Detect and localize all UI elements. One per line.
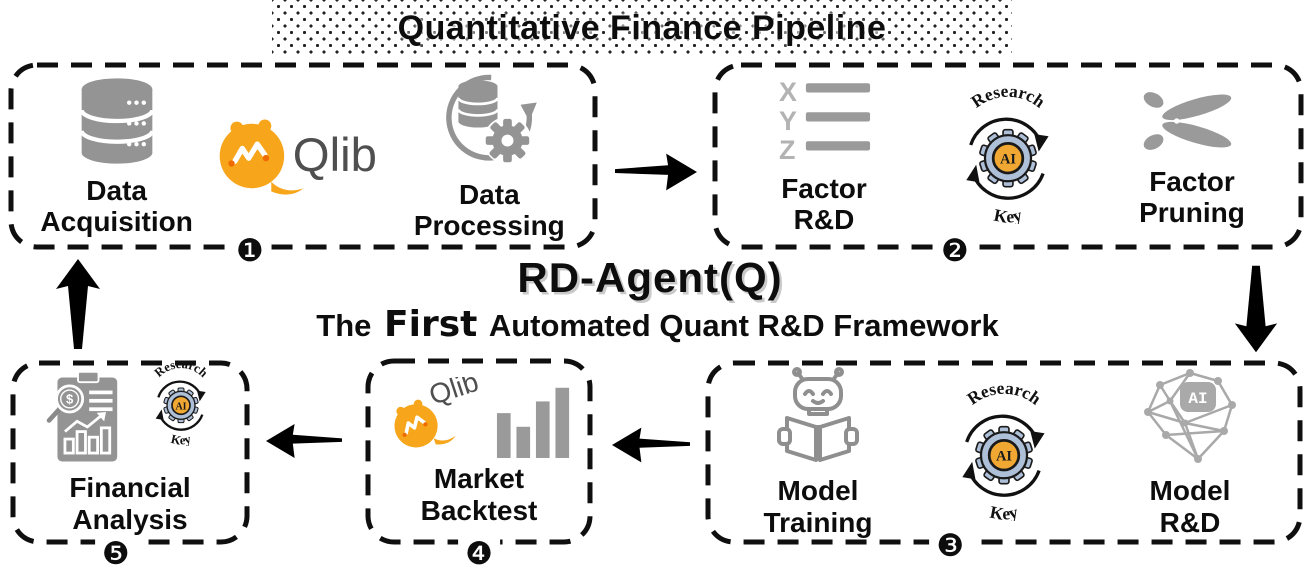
- ai-gear: AI: [163, 387, 199, 424]
- step-number-1: ❶: [228, 236, 271, 267]
- factor-x-label: X: [779, 77, 797, 107]
- qlib-wordmark: Qlib: [293, 129, 377, 182]
- qlib-wordmark: Qlib: [425, 377, 482, 411]
- analysis-icons: $: [39, 362, 221, 468]
- step-number-5: ❺: [94, 539, 137, 570]
- rd-agent-ai-gear-logo: AI Research Key: [152, 362, 211, 446]
- model-training-item: Model Training: [748, 367, 888, 538]
- key-curved-label: Key: [988, 501, 1020, 521]
- financial-report-icon: $: [46, 371, 118, 462]
- factor-pruning-label: Factor Pruning: [1139, 165, 1245, 228]
- arrow-right-box1-to-box2: [615, 153, 697, 191]
- dashed-border: [8, 62, 598, 250]
- qlib-logo: Qlib: [219, 119, 377, 195]
- data-acquisition-label: Data Acquisition: [40, 174, 193, 237]
- ai-core-label: AI: [1000, 152, 1016, 168]
- factor-rd-label: Factor R&D: [781, 172, 867, 235]
- database-icon: [79, 77, 155, 164]
- dashed-border: [365, 358, 593, 545]
- ai-gear: AI: [979, 128, 1037, 188]
- ai-core-label: AI: [996, 448, 1012, 464]
- data-processing-item: Data Processing: [399, 71, 579, 242]
- data-acquisition-item: Data Acquisition: [27, 75, 207, 238]
- xyz-factor-icon: X Y Z: [779, 77, 871, 164]
- box-data-stage: Data Acquisition Qlib: [8, 62, 598, 267]
- arrow-down-box2-to-box3: [1234, 265, 1278, 353]
- subheading-first: First: [384, 304, 478, 345]
- title-band: Quantitative Finance Pipeline: [272, 0, 1012, 56]
- arrow-left-box4-to-box5: [266, 424, 342, 458]
- subheading-the: The: [316, 308, 372, 343]
- robot-reading-icon: [777, 367, 859, 463]
- box-analysis-stage: $: [10, 360, 250, 570]
- ai-core-label: AI: [175, 401, 186, 412]
- qlib-logo-tilted: Qlib: [394, 377, 482, 448]
- box-model-stage: Model Training: [705, 360, 1303, 562]
- rd-agent-heading: RD-Agent(Q): [517, 254, 783, 301]
- market-backtest-label: Market Backtest: [420, 463, 538, 526]
- data-processing-label: Data Processing: [413, 178, 565, 241]
- model-rd-label: Model R&D: [1149, 475, 1231, 538]
- factor-y-label: Y: [779, 105, 797, 135]
- gear-icon: [486, 118, 530, 162]
- framework-subheading: The First Automated Quant R&D Framework: [0, 304, 1315, 345]
- step-number-3: ❸: [929, 531, 972, 562]
- rd-agent-logo-item: AI Research Key: [942, 88, 1074, 224]
- research-curved-label: Research: [152, 362, 211, 380]
- bar-chart-icon: [496, 387, 570, 459]
- data-processing-icon: [446, 74, 538, 165]
- factor-rd-item: X Y Z Factor R&D: [754, 77, 894, 236]
- diagram-title: Quantitative Finance Pipeline: [397, 8, 887, 47]
- backtest-icons: Qlib: [385, 377, 573, 459]
- ai-gear: AI: [975, 425, 1033, 485]
- arrow-up-box5-to-box1: [56, 259, 100, 349]
- rd-agent-ai-gear-logo: AI Research Key: [966, 88, 1049, 224]
- scissors-icon: [1143, 91, 1232, 150]
- box-factor-stage: X Y Z Factor R&D: [712, 62, 1304, 267]
- model-training-label: Model Training: [763, 475, 873, 538]
- research-curved-label: Research: [963, 385, 1045, 409]
- ai-network-icon: AI: [1144, 369, 1236, 464]
- model-rd-item: AI Model R&D: [1120, 367, 1260, 538]
- rd-agent-ai-gear-logo: AI Research Key: [962, 385, 1045, 521]
- step-number-2: ❷: [933, 236, 976, 267]
- research-curved-label: Research: [967, 88, 1049, 112]
- box-backtest-stage: Qlib Market Backtest ❹: [365, 358, 593, 570]
- subheading-rest: Automated Quant R&D Framework: [488, 308, 999, 343]
- key-curved-label: Key: [992, 204, 1024, 224]
- factor-pruning-item: Factor Pruning: [1122, 84, 1262, 229]
- rd-agent-logo-item: AI Research Key: [938, 385, 1070, 521]
- dollar-sign: $: [66, 392, 74, 407]
- arrow-left-box3-to-box4: [612, 427, 690, 463]
- network-ai-badge-label: AI: [1188, 390, 1207, 408]
- step-number-4: ❹: [458, 539, 500, 570]
- qlib-logo-item: Qlib: [208, 113, 398, 199]
- key-curved-label: Key: [170, 432, 194, 446]
- financial-analysis-label: Financial Analysis: [69, 472, 191, 535]
- factor-z-label: Z: [779, 134, 795, 164]
